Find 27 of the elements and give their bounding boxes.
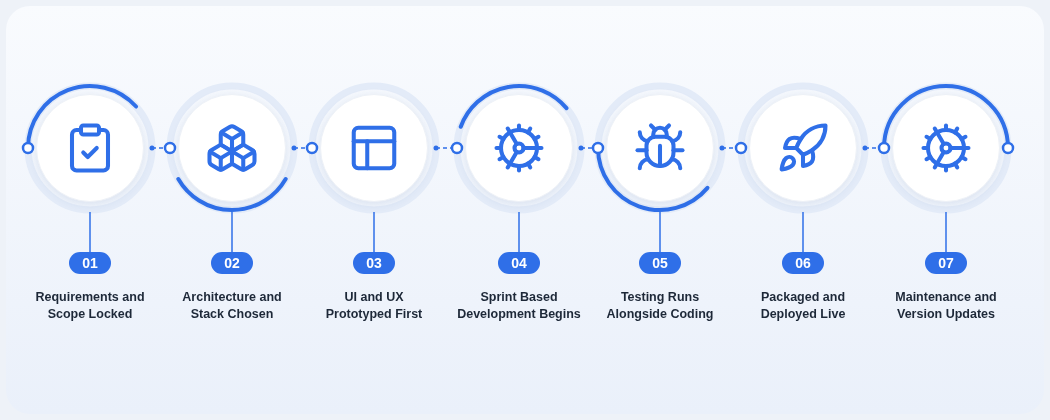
connector-line: [719, 141, 748, 155]
step-number-badge: 01: [69, 252, 111, 274]
connector-line: [149, 141, 177, 155]
connector-line: [231, 211, 233, 253]
step-number-badge: 04: [498, 252, 540, 274]
step-title: Architecture and Stack Chosen: [181, 289, 283, 323]
step-number-badge: 07: [925, 252, 967, 274]
step-title: Maintenance and Version Updates: [894, 289, 998, 323]
connector-line: [433, 141, 464, 155]
step-title: Requirements and Scope Locked: [34, 289, 146, 323]
step-title: UI and UX Prototyped First: [324, 289, 424, 323]
connector-line: [518, 211, 520, 253]
step-number-badge: 02: [211, 252, 253, 274]
step-number-badge: 06: [782, 252, 824, 274]
connector-line: [945, 211, 947, 253]
step-title: Sprint Based Development Begins: [456, 289, 582, 323]
step-number-badge: 03: [353, 252, 395, 274]
connector-line: [862, 141, 891, 155]
connector-line: [373, 211, 375, 253]
connector-line: [578, 141, 605, 155]
step-title: Packaged and Deployed Live: [759, 289, 847, 323]
connector-line: [89, 211, 91, 253]
connector-line: [291, 141, 319, 155]
connector-line: [659, 211, 661, 253]
step-number-badge: 05: [639, 252, 681, 274]
step-title: Testing Runs Alongside Coding: [605, 289, 715, 323]
connector-line: [802, 211, 804, 253]
